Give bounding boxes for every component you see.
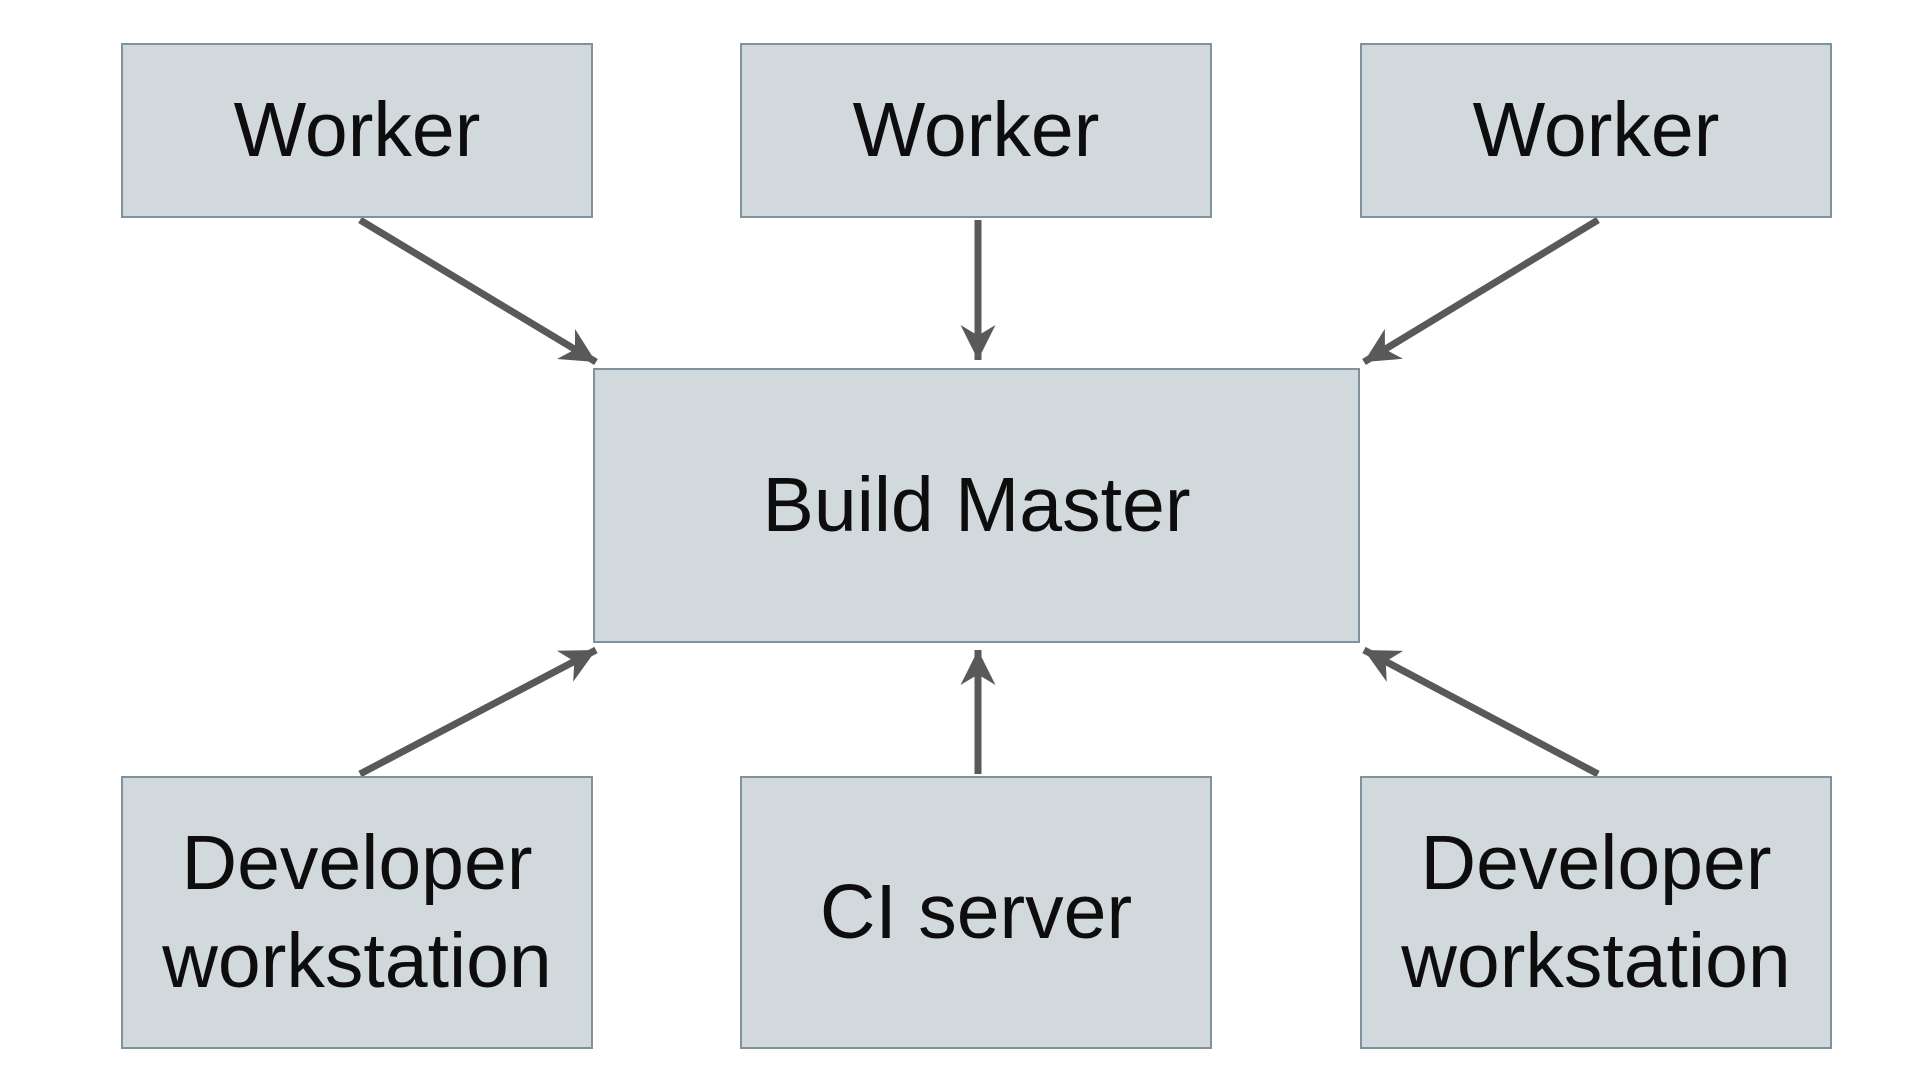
arrow-developer-workstation1-to-build-master [358,646,598,778]
node-worker-1: Worker [121,43,593,218]
node-build-master: Build Master [593,368,1360,643]
arrow-developer-workstation2-to-build-master [1362,646,1600,778]
node-developer-workstation-2-label: Developer workstation [1401,819,1791,1004]
node-worker-2: Worker [740,43,1212,218]
node-worker-3-label: Worker [1472,86,1720,173]
node-ci-server: CI server [740,776,1212,1049]
node-worker-3: Worker [1360,43,1832,218]
node-worker-2-label: Worker [852,86,1100,173]
arrow-worker1-to-build-master [358,217,598,365]
node-ci-server-label: CI server [819,868,1133,955]
node-developer-workstation-1: Developer workstation [121,776,593,1049]
arrow-worker3-to-build-master [1362,217,1600,365]
node-build-master-label: Build Master [762,461,1191,548]
node-developer-workstation-2: Developer workstation [1360,776,1832,1049]
node-developer-workstation-1-label: Developer workstation [162,819,552,1004]
node-worker-1-label: Worker [233,86,481,173]
